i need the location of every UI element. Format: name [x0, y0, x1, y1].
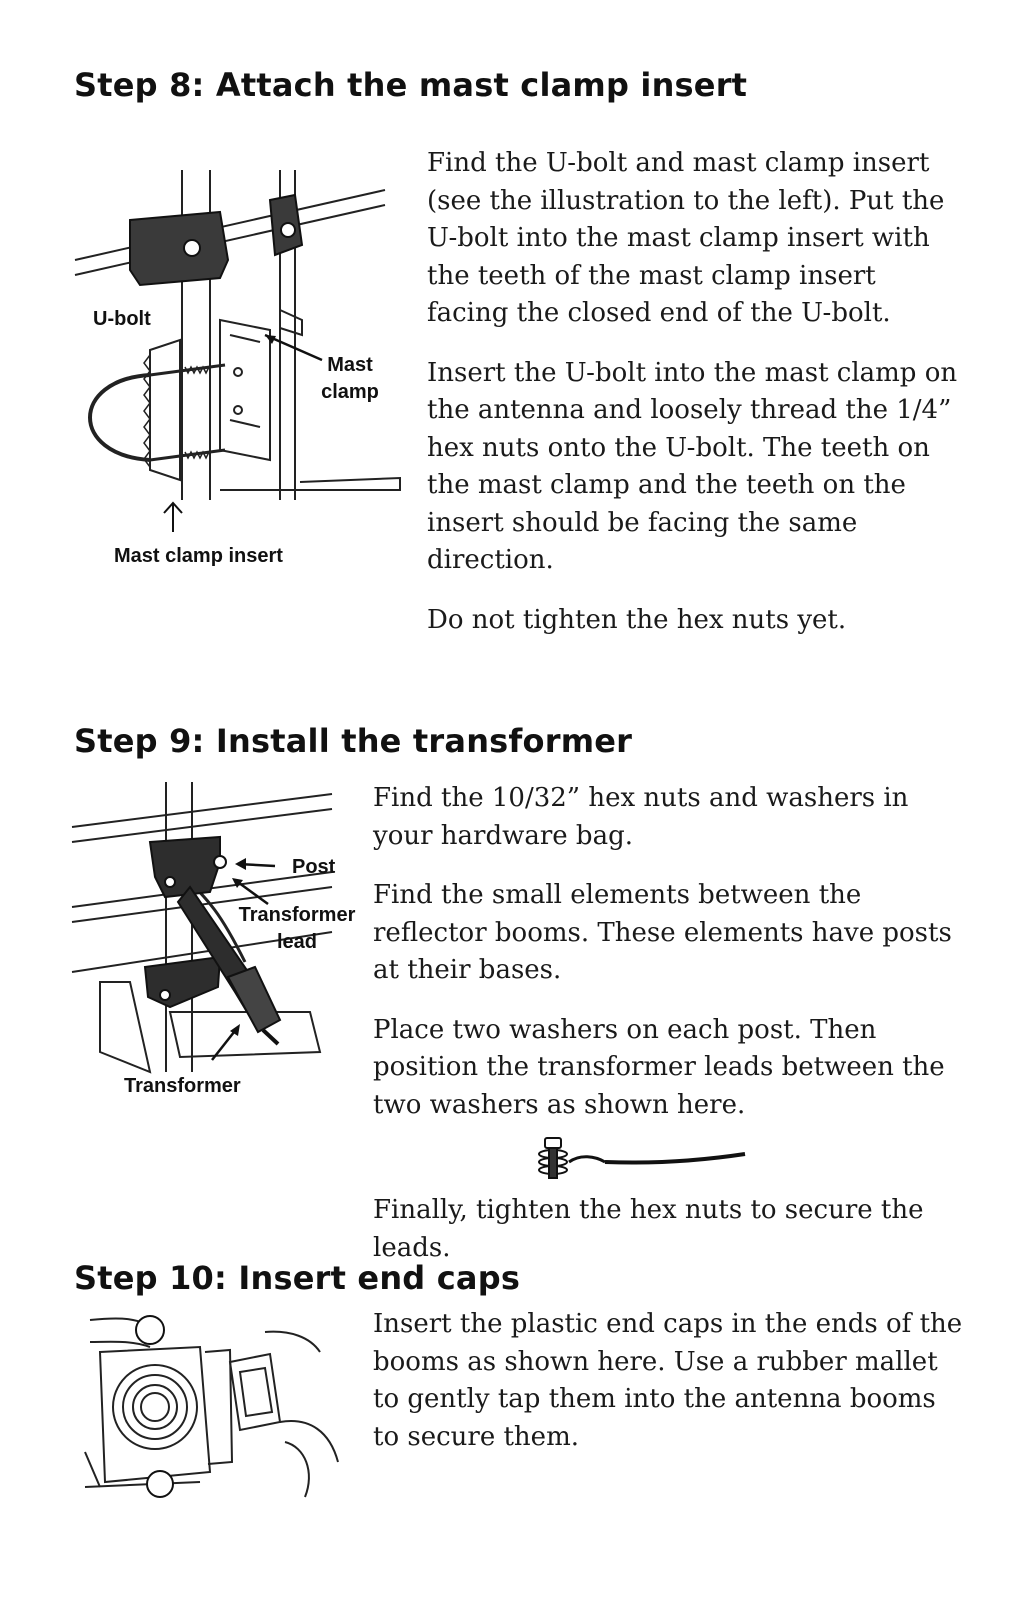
washer-lead-icon: [535, 1134, 750, 1184]
end-caps-illustration: [80, 1312, 340, 1502]
mast-clamp-illustration: [70, 160, 410, 520]
transformer-illustration: [70, 782, 360, 1082]
mast-clamp-label-line1: Mast: [327, 354, 373, 376]
mast-clamp-label-line2: clamp: [321, 381, 379, 403]
step-9-final-text: Finally, tighten the hex nuts to secure …: [373, 1195, 924, 1263]
arrow-up-icon: [158, 500, 188, 534]
step-10-instructions: Insert the plastic end caps in the ends …: [373, 1306, 963, 1478]
step-8-paragraph-2: Insert the U-bolt into the mast clamp on…: [427, 357, 958, 576]
transformer-lead-label-line2: lead: [276, 931, 318, 953]
step-9-paragraph-1: Find the 10/32” hex nuts and washers in …: [373, 783, 909, 851]
step-9-paragraph-3: Place two washers on each post. Then pos…: [373, 1014, 945, 1120]
step-10-paragraph-1: Insert the plastic end caps in the ends …: [373, 1309, 963, 1452]
post-label: Post: [292, 856, 336, 878]
transformer-lead-label-line1: Transformer: [238, 904, 356, 926]
step-8-instructions: Find the U-bolt and mast clamp insert (s…: [427, 145, 962, 661]
step-8-paragraph-3: Do not tighten the hex nuts yet.: [427, 604, 847, 635]
step-10-heading: Step 10: Insert end caps: [74, 1259, 521, 1297]
step-9-paragraph-2: Find the small elements between the refl…: [373, 880, 952, 985]
step-9-heading: Step 9: Install the transformer: [74, 722, 633, 760]
mast-clamp-insert-label: Mast clamp insert: [114, 545, 283, 567]
u-bolt-label: U-bolt: [93, 308, 151, 330]
step-8-heading: Step 8: Attach the mast clamp insert: [74, 66, 748, 104]
transformer-lead-label: Transformer lead: [238, 902, 356, 956]
step-8-paragraph-1: Find the U-bolt and mast clamp insert (s…: [427, 148, 945, 328]
step-9-instructions: Find the 10/32” hex nuts and washers in …: [373, 780, 963, 1146]
transformer-label: Transformer: [124, 1075, 241, 1097]
mast-clamp-label: Mast clamp: [318, 352, 382, 406]
